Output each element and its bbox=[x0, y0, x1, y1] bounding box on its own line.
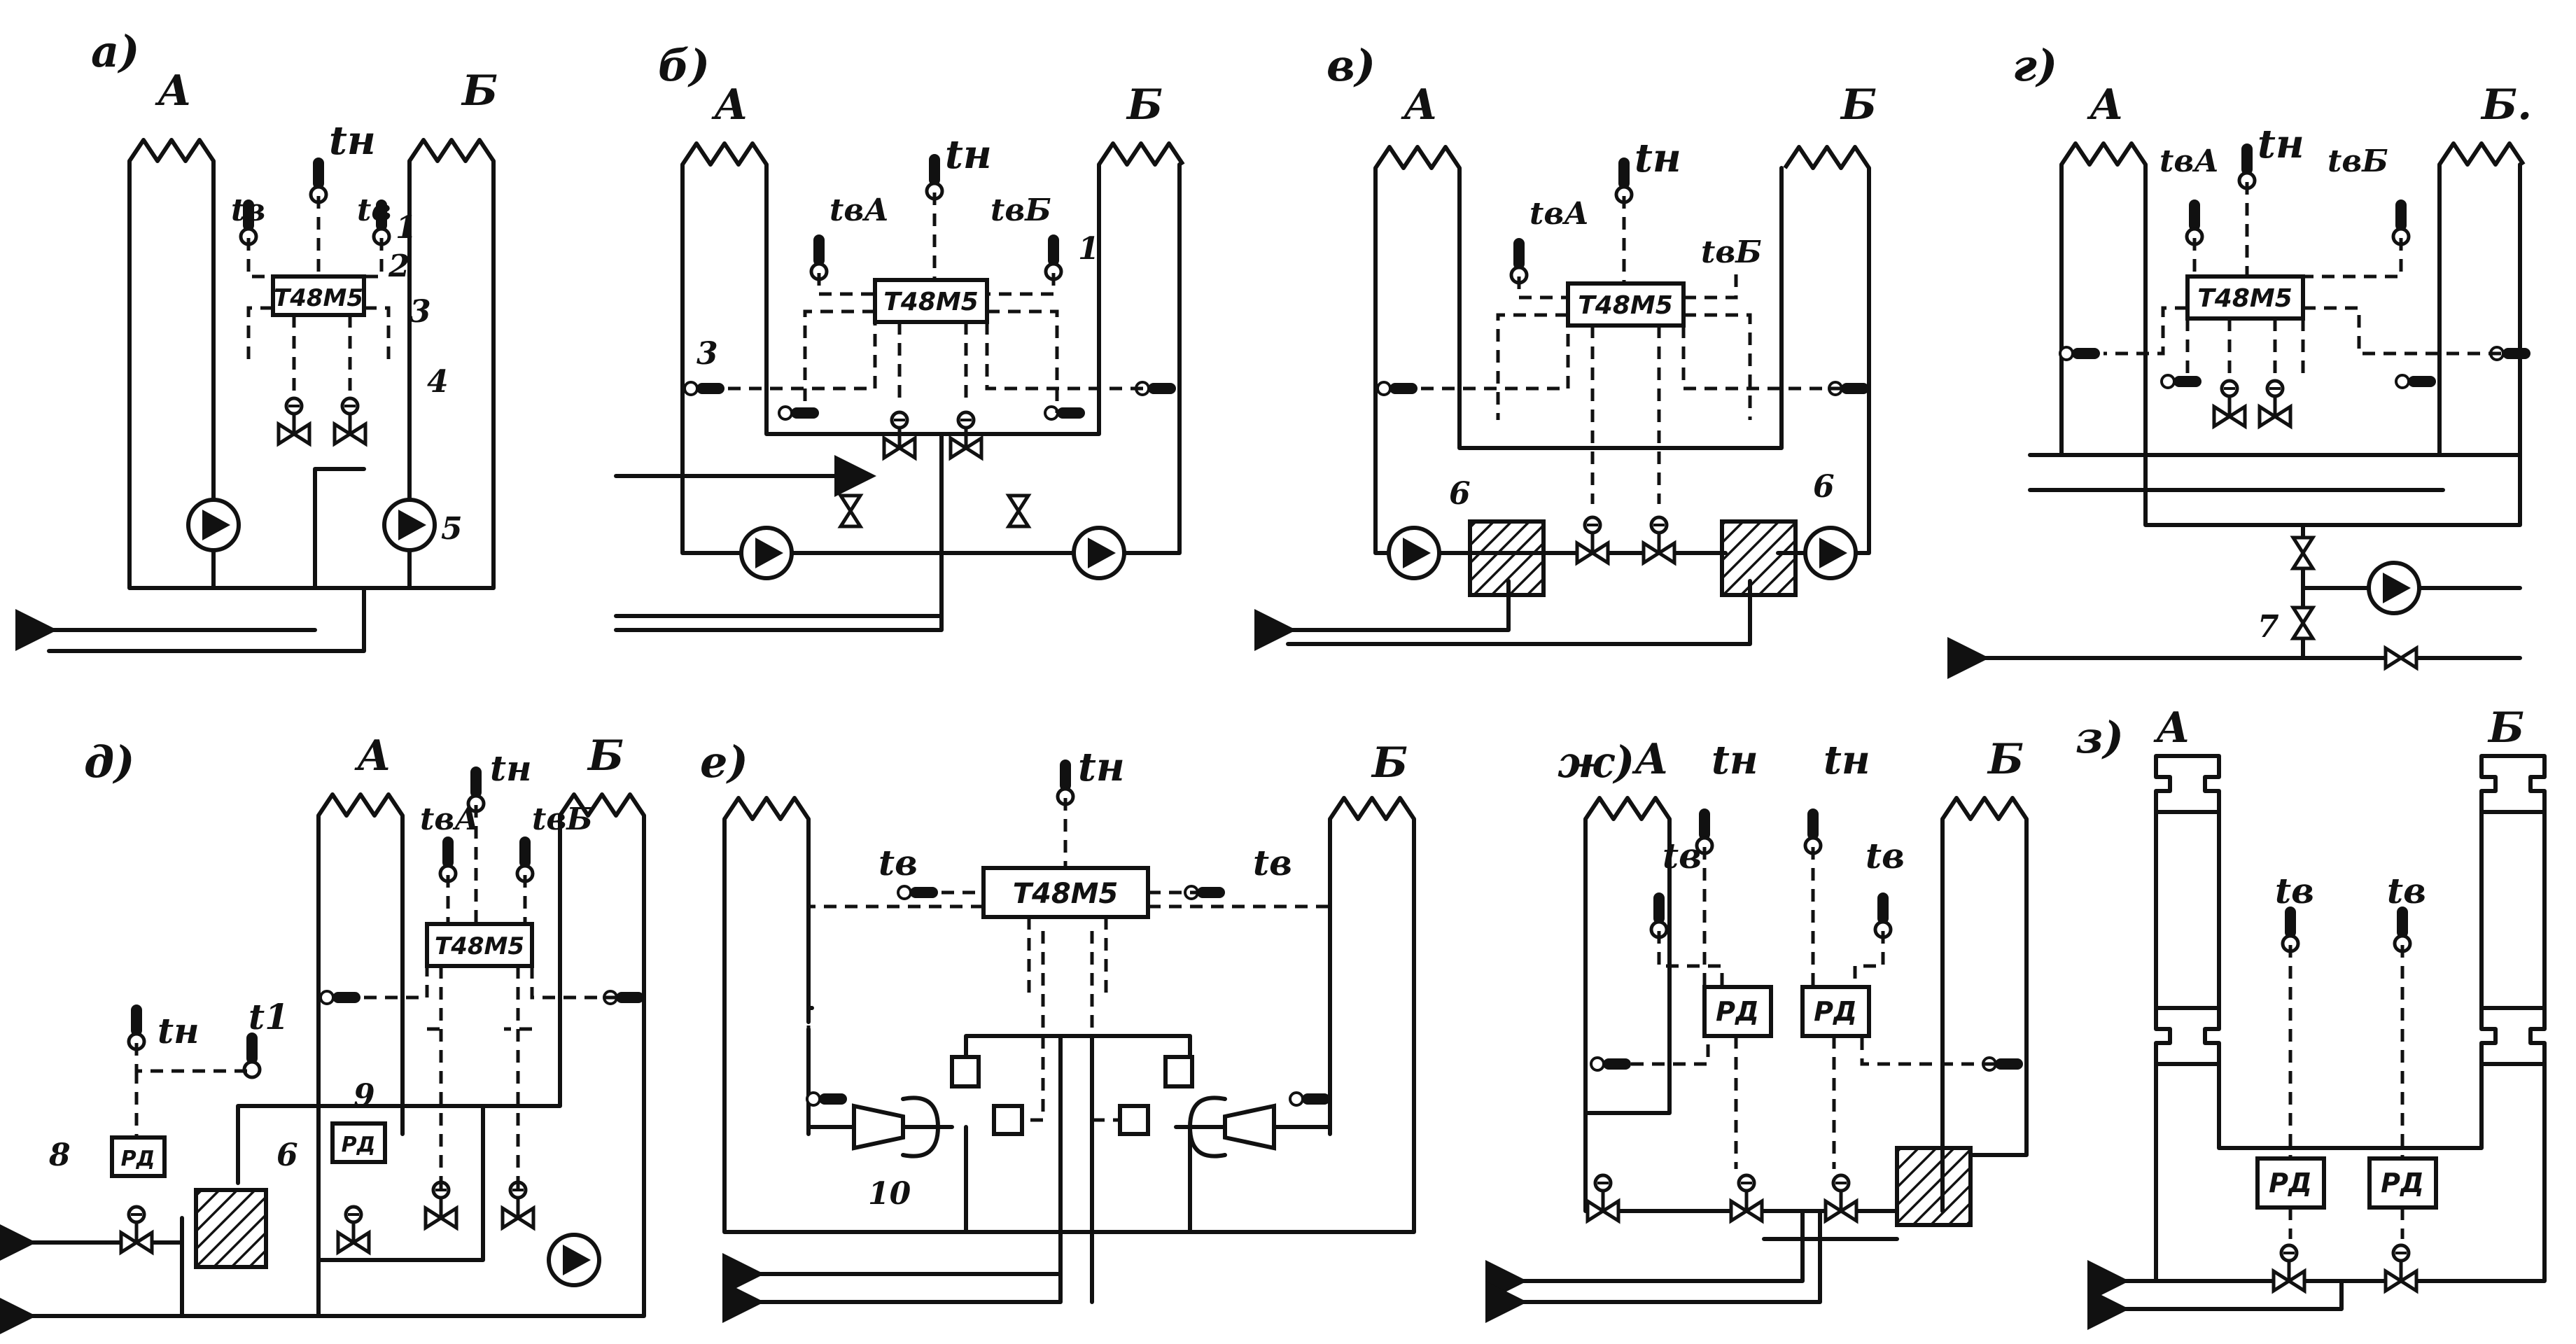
panel-b: б) А Б Т48М5 tн tвА tвБ 1 3 bbox=[614, 40, 1183, 632]
panel-d: д) А Б РД РД Т48М5 tн t1 tн tвА tвБ 8 6 bbox=[0, 732, 646, 1337]
svg-text:7: 7 bbox=[2258, 609, 2279, 645]
svg-text:6: 6 bbox=[1813, 469, 1835, 505]
svg-text:tв: tв bbox=[357, 192, 391, 228]
panel-a-letter: а) bbox=[91, 26, 140, 77]
svg-text:Б: Б bbox=[1987, 735, 2024, 784]
svg-text:А: А bbox=[2087, 80, 2124, 130]
svg-text:tв: tв bbox=[2275, 870, 2314, 911]
svg-text:1: 1 bbox=[1078, 231, 1100, 267]
panel-zh: ж) А Б РД РД tн tн tв tв bbox=[1485, 735, 2029, 1323]
svg-text:3: 3 bbox=[410, 294, 431, 330]
svg-text:t1: t1 bbox=[248, 996, 289, 1037]
svg-text:РД: РД bbox=[342, 1133, 376, 1157]
svg-text:А: А bbox=[1401, 80, 1438, 130]
svg-text:в): в) bbox=[1326, 40, 1376, 91]
svg-text:А: А bbox=[2153, 704, 2190, 752]
svg-text:Б: Б bbox=[587, 732, 624, 780]
svg-text:tв: tв bbox=[2387, 870, 2426, 911]
svg-text:tн: tн bbox=[1823, 737, 1870, 783]
svg-text:tв: tв bbox=[231, 192, 265, 228]
svg-text:tвА: tвА bbox=[830, 192, 889, 228]
svg-text:5: 5 bbox=[441, 511, 463, 547]
svg-text:tн: tн bbox=[1712, 737, 1758, 783]
svg-text:А: А bbox=[711, 80, 748, 130]
svg-text:Т48М5: Т48М5 bbox=[435, 932, 524, 960]
svg-text:РД: РД bbox=[1814, 996, 1857, 1027]
panel-a-zone-a: А bbox=[155, 66, 192, 115]
svg-text:tв: tв bbox=[1253, 842, 1292, 883]
svg-text:tвА: tвА bbox=[420, 802, 479, 837]
svg-text:д): д) bbox=[84, 736, 134, 788]
svg-text:tн: tн bbox=[945, 132, 992, 178]
svg-text:г): г) bbox=[2012, 40, 2057, 91]
panel-z: з) А Б РД РД tв tв bbox=[2076, 704, 2547, 1330]
svg-text:10: 10 bbox=[868, 1176, 911, 1212]
svg-text:б): б) bbox=[658, 40, 710, 91]
svg-text:з): з) bbox=[2076, 712, 2124, 763]
panel-a-controller bbox=[271, 274, 366, 317]
svg-text:tвБ: tвБ bbox=[532, 802, 593, 837]
svg-text:tвБ: tвБ bbox=[2328, 144, 2388, 179]
svg-text:tв: tв bbox=[1662, 835, 1702, 876]
svg-text:А: А bbox=[1632, 735, 1669, 784]
svg-text:2: 2 bbox=[388, 248, 410, 284]
svg-text:А: А bbox=[354, 732, 391, 780]
svg-text:Б: Б bbox=[1126, 80, 1163, 130]
svg-text:tн: tн bbox=[490, 748, 532, 789]
svg-text:Т48М5: Т48М5 bbox=[1013, 878, 1119, 910]
svg-text:tн: tн bbox=[2258, 121, 2304, 167]
svg-text:РД: РД bbox=[121, 1147, 155, 1171]
panel-a-risers bbox=[127, 159, 496, 590]
svg-text:4: 4 bbox=[427, 364, 449, 400]
svg-text:е): е) bbox=[700, 736, 748, 788]
svg-text:3: 3 bbox=[696, 336, 718, 372]
svg-text:Т48М5: Т48М5 bbox=[883, 288, 979, 316]
svg-text:tвА: tвА bbox=[1530, 196, 1589, 232]
panel-g: г) А Б. Т48М5 tн tвА tвБ 7 bbox=[1947, 40, 2532, 679]
panel-a: а) А Б Т48М5 tн tв tв 1 2 3 4 5 bbox=[15, 26, 498, 653]
svg-text:tн: tн bbox=[158, 1010, 200, 1051]
svg-text:Т48М5: Т48М5 bbox=[274, 284, 363, 312]
svg-text:tв: tв bbox=[1865, 835, 1905, 876]
svg-text:1: 1 bbox=[396, 210, 417, 246]
svg-text:tвБ: tвБ bbox=[990, 192, 1051, 228]
svg-text:Т48М5: Т48М5 bbox=[1578, 291, 1673, 320]
svg-text:tвА: tвА bbox=[2160, 144, 2219, 179]
svg-text:ж): ж) bbox=[1558, 736, 1634, 788]
svg-text:tвБ: tвБ bbox=[1701, 234, 1762, 270]
svg-text:Т48М5: Т48М5 bbox=[2197, 284, 2292, 313]
svg-text:Б: Б bbox=[2487, 704, 2524, 752]
svg-text:tн: tн bbox=[329, 118, 376, 164]
svg-text:9: 9 bbox=[354, 1078, 375, 1114]
svg-text:РД: РД bbox=[2381, 1168, 2424, 1198]
panel-v: в) А Б Т48М5 tн tвА tвБ 6 6 bbox=[1254, 40, 1877, 651]
svg-text:Б: Б bbox=[1371, 738, 1408, 788]
panel-e: е) Б Т48М5 tн tв tв 10 bbox=[700, 736, 1416, 1323]
svg-text:Б.: Б. bbox=[2480, 80, 2532, 130]
svg-text:tв: tв bbox=[878, 842, 918, 883]
panel-a-zone-b: Б bbox=[461, 66, 498, 115]
panel-a-mains bbox=[47, 467, 366, 653]
svg-text:РД: РД bbox=[1716, 996, 1759, 1027]
svg-text:8: 8 bbox=[48, 1138, 71, 1173]
svg-text:tн: tн bbox=[1634, 135, 1681, 181]
svg-text:tн: tн bbox=[1078, 744, 1125, 790]
svg-text:6: 6 bbox=[276, 1138, 298, 1173]
svg-text:РД: РД bbox=[2269, 1168, 2312, 1198]
svg-text:6: 6 bbox=[1449, 476, 1471, 512]
svg-text:Б: Б bbox=[1840, 80, 1877, 130]
